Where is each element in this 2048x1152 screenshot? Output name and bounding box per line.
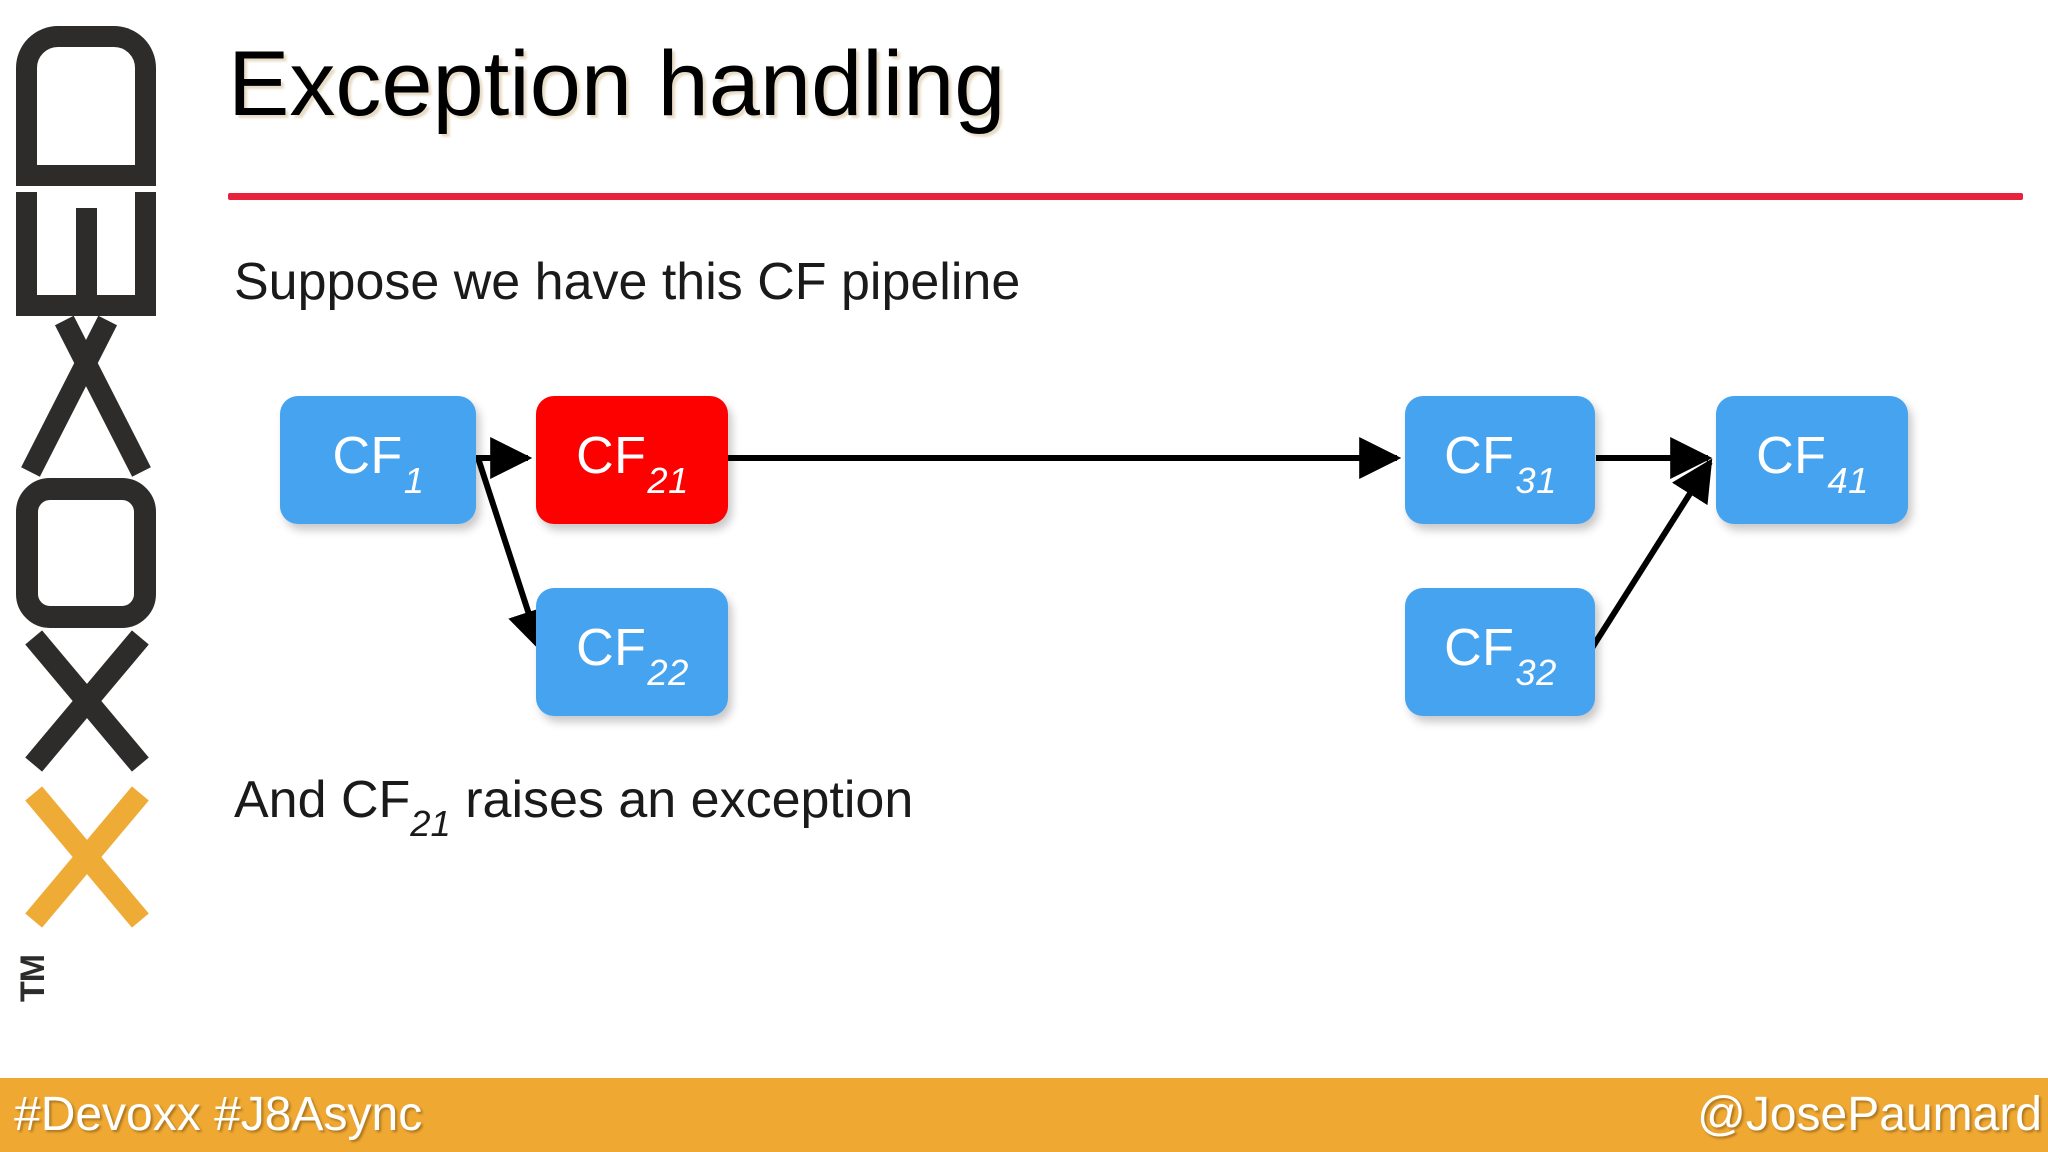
node-cf41[interactable]: CF41 [1716,396,1908,524]
node-cf1-base: CF [332,427,403,486]
node-cf22-sub: 22 [647,651,689,693]
footer-hashtags: #Devoxx #J8Async [14,1088,423,1141]
trademark-label: TM [14,954,52,1002]
logo-letter-x-dark [16,630,156,784]
edge-cf32-cf41 [1589,458,1713,650]
node-cf21-base: CF [576,427,647,486]
node-cf22-base: CF [576,619,647,678]
node-cf31[interactable]: CF31 [1405,396,1595,524]
trademark-mark: TM [14,946,156,1002]
logo-letter-d [16,26,156,186]
node-cf32-base: CF [1444,619,1515,678]
footer-handle: @JosePaumard [1697,1088,2042,1141]
logo-letter-v [16,315,156,477]
node-cf41-base: CF [1756,427,1827,486]
node-cf21-sub: 21 [647,459,689,501]
intro-text-label: Suppose we have this CF pipeline [234,253,1021,311]
outro-text-sub: 21 [410,802,451,844]
node-cf22[interactable]: CF22 [536,588,728,716]
logo-letter-e [16,192,156,316]
node-cf31-base: CF [1444,427,1515,486]
edge-cf1-cf22 [475,457,549,652]
node-cf32[interactable]: CF32 [1405,588,1595,716]
node-cf41-sub: 41 [1827,459,1869,501]
devoxx-logo: TM [0,0,172,1060]
node-cf21[interactable]: CF21 [536,396,728,524]
node-cf32-sub: 32 [1515,651,1557,693]
node-cf1-sub: 1 [403,459,425,501]
node-cf31-sub: 31 [1515,459,1557,501]
logo-letter-x-orange [16,786,156,940]
intro-text: Suppose we have this CF pipeline [234,252,1020,312]
page-title: Exception handling [228,33,1006,135]
footer-bar: #Devoxx #J8Async @JosePaumard [0,1078,2048,1152]
outro-text: And CF21 raises an exception [234,770,914,844]
devoxx-logo-wordmark: TM [0,20,172,1040]
outro-text-suffix: raises an exception [450,771,914,829]
node-cf1[interactable]: CF1 [280,396,476,524]
title-underline-rule [228,193,2023,200]
outro-text-prefix: And CF [234,771,411,829]
logo-letter-o [16,478,156,628]
